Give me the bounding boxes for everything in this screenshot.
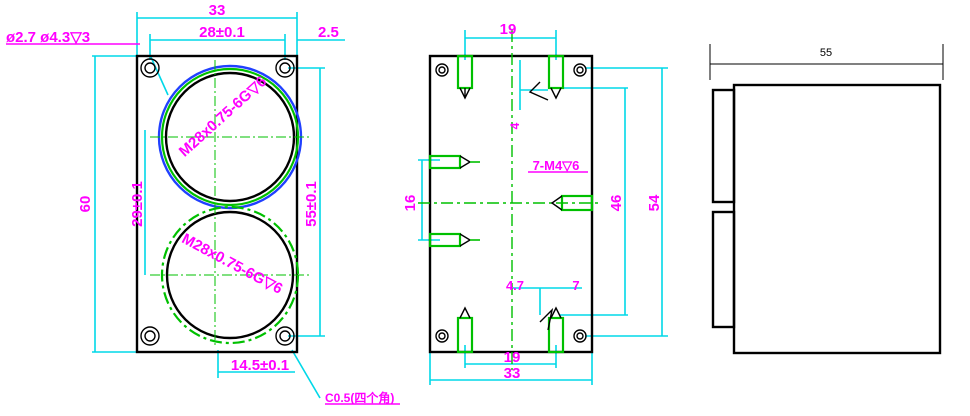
thread-label-bottom: M28x0.75-6G▽6 [179,230,286,297]
side-body-outline [732,83,942,355]
dim-7: 7 [572,278,579,293]
dim-54: 54 [646,194,663,211]
side-flange-bottom [711,210,736,329]
dim-height: 60 [77,196,94,213]
dim-16: 16 [402,195,419,212]
rear-center-lines [418,30,600,370]
dim-46: 46 [608,195,625,212]
rear-body-outline [428,54,594,354]
dim-small-4: 4 [508,122,522,129]
side-flange-top [711,88,736,204]
dim-inner-width: 28±0.1 [199,24,245,41]
bottom-bore [165,210,295,340]
front-view: 33 ø2.7 ø4.3▽3 28±0.1 2.5 60 29±0.1 55±0… [6,2,400,405]
dim-side-width: 55 [820,47,832,59]
rear-dimension-lines [418,30,668,385]
rear-corner-holes [435,63,587,343]
dim-rear-top: 19 [500,21,517,38]
dim-edge-offset: 2.5 [318,24,339,41]
rear-view: 19 4 7-M4▽6 16 46 54 4.7 7 19 33 [402,21,668,385]
dim-center-spacing: 29±0.1 [129,181,146,227]
dim-bottom-19: 19 [504,349,521,366]
side-view: 55 [709,44,944,355]
dim-4-7: 4.7 [506,278,524,293]
front-body-outline [135,54,299,354]
dim-hole-spacing: 55±0.1 [303,181,320,227]
dim-threads: 7-M4▽6 [533,158,580,173]
dim-hole-label: ø2.7 ø4.3▽3 [6,29,90,46]
front-center-lines [150,60,310,345]
dim-bottom-33: 33 [504,365,521,382]
corner-mounting-holes [140,58,295,346]
chamfer-note: C0.5(四个角) [325,390,394,405]
rear-tapped-holes [428,54,594,354]
dim-bottom: 14.5±0.1 [231,357,289,374]
dim-top-width: 33 [209,2,226,19]
